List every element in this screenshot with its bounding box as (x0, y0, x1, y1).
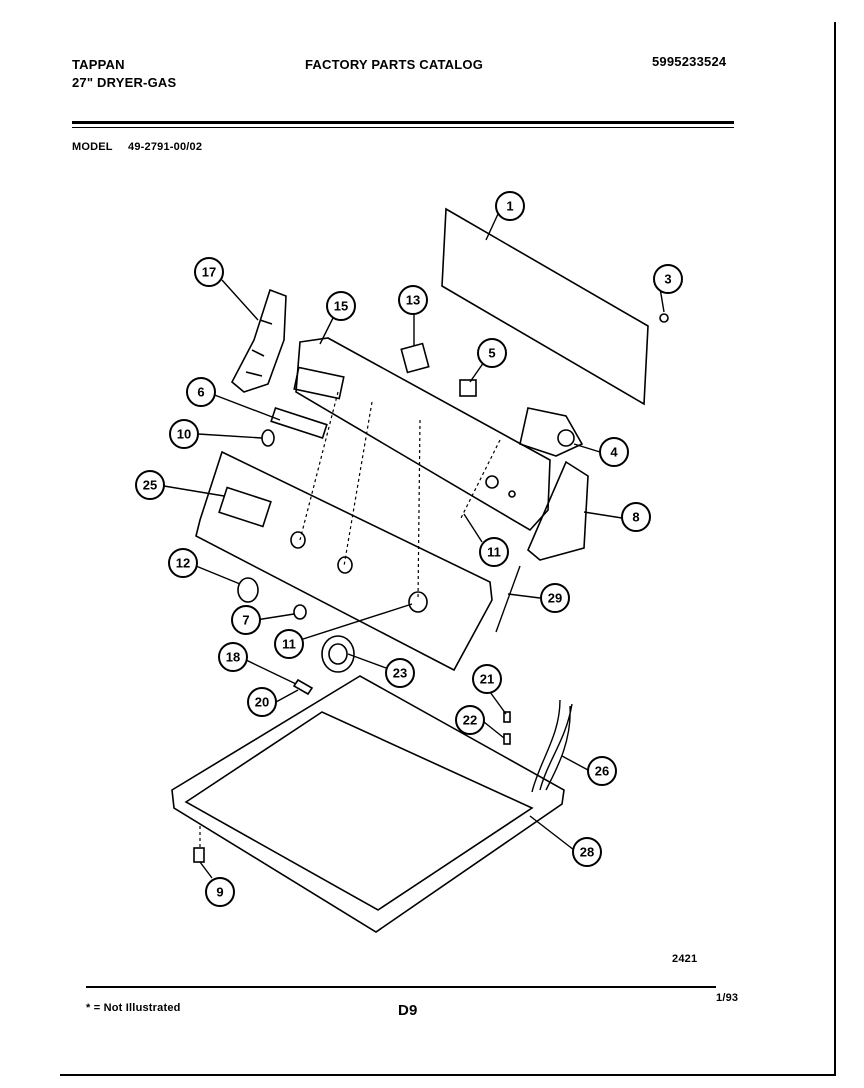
callout-9: 9 (205, 877, 235, 907)
callout-3: 3 (653, 264, 683, 294)
svg-text:15: 15 (334, 299, 348, 314)
callout-5: 5 (477, 338, 507, 368)
callout-15: 15 (326, 291, 356, 321)
svg-text:8: 8 (632, 510, 639, 525)
svg-text:11: 11 (282, 637, 296, 652)
svg-text:22: 22 (463, 713, 477, 728)
page-frame (60, 22, 836, 1076)
switch (400, 342, 430, 374)
page-code: D9 (398, 1002, 418, 1019)
lamp-rod (495, 565, 521, 633)
callout-11b: 11 (274, 629, 304, 659)
leveling-leg (193, 847, 205, 863)
callout-21: 21 (472, 664, 502, 694)
brand-name: TAPPAN (72, 57, 125, 72)
callout-25: 25 (135, 470, 165, 500)
side-bracket (230, 288, 287, 393)
product-name: 27" DRYER-GAS (72, 75, 177, 90)
callout-22: 22 (455, 705, 485, 735)
svg-text:3: 3 (664, 272, 671, 287)
callout-20: 20 (247, 687, 277, 717)
callout-4: 4 (599, 437, 629, 467)
svg-text:28: 28 (580, 845, 594, 860)
callout-6: 6 (186, 377, 216, 407)
footer-rule (86, 986, 716, 988)
svg-text:10: 10 (177, 427, 191, 442)
callout-13: 13 (398, 285, 428, 315)
svg-text:25: 25 (143, 478, 157, 493)
figure-number: 2421 (672, 953, 698, 965)
svg-text:12: 12 (176, 556, 190, 571)
svg-text:7: 7 (242, 613, 249, 628)
svg-text:9: 9 (216, 885, 223, 900)
catalog-date: 1/93 (716, 992, 739, 1004)
model-number: 49-2791-00/02 (128, 141, 203, 153)
knob-large (321, 635, 355, 673)
rear-panel (441, 207, 649, 406)
callout-1: 1 (495, 191, 525, 221)
callout-18: 18 (218, 642, 248, 672)
end-cap (527, 460, 589, 561)
clip (292, 678, 314, 696)
callout-29: 29 (540, 583, 570, 613)
knob-insert (261, 429, 275, 447)
header-rule (72, 121, 734, 124)
clip-22 (503, 733, 511, 745)
svg-text:17: 17 (202, 265, 216, 280)
callout-28: 28 (572, 837, 602, 867)
catalog-title: FACTORY PARTS CATALOG (305, 57, 484, 72)
knob-small (237, 577, 259, 603)
control-console (295, 337, 551, 532)
callout-12: 12 (168, 548, 198, 578)
screw (659, 313, 669, 323)
catalog-number: 5995233524 (652, 54, 727, 69)
callout-8: 8 (621, 502, 651, 532)
start-switch (459, 379, 477, 397)
svg-text:11: 11 (487, 545, 501, 560)
header-rule-thin (72, 127, 734, 128)
svg-text:21: 21 (480, 672, 494, 687)
clip-21 (503, 711, 511, 723)
terminal-block (270, 406, 328, 440)
svg-text:13: 13 (406, 293, 420, 308)
model-label: MODEL (72, 141, 113, 153)
callout-23: 23 (385, 658, 415, 688)
timer (519, 407, 584, 457)
wire-harness (531, 699, 573, 793)
svg-text:20: 20 (255, 695, 269, 710)
svg-text:1: 1 (506, 199, 513, 214)
knob-insert-small (293, 604, 307, 620)
callout-11a: 11 (479, 537, 509, 567)
top-panel (171, 675, 565, 933)
callout-10: 10 (169, 419, 199, 449)
not-illustrated-note: * = Not Illustrated (86, 1002, 181, 1014)
svg-text:4: 4 (610, 445, 618, 460)
callout-17: 17 (194, 257, 224, 287)
svg-text:23: 23 (393, 666, 407, 681)
svg-text:29: 29 (548, 591, 562, 606)
callout-7: 7 (231, 605, 261, 635)
svg-text:6: 6 (197, 385, 204, 400)
svg-text:5: 5 (488, 346, 495, 361)
callout-26: 26 (587, 756, 617, 786)
control-panel-front (195, 450, 493, 672)
svg-text:18: 18 (226, 650, 240, 665)
svg-text:26: 26 (595, 764, 609, 779)
